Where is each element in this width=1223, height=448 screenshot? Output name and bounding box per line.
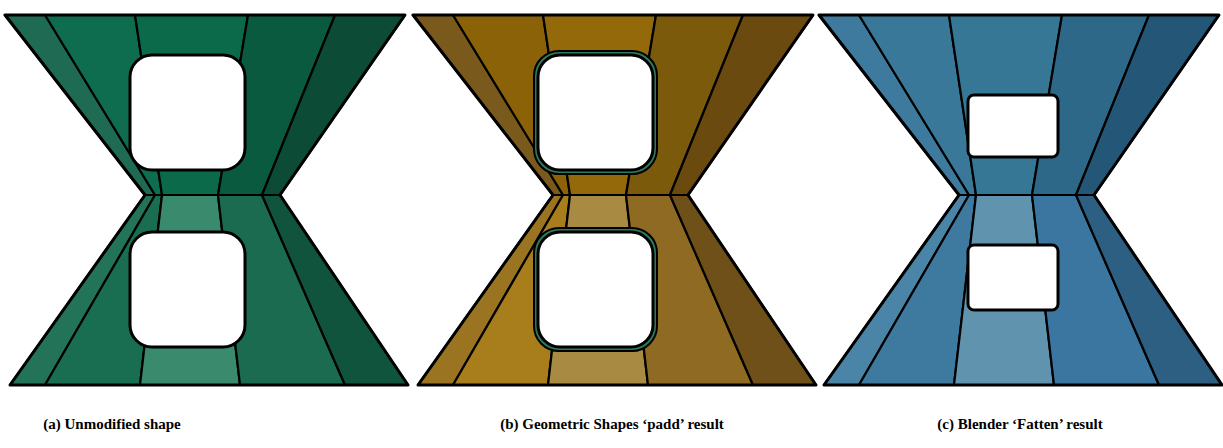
subfigure-caption: (a) Unmodified shape <box>43 416 181 433</box>
shape-hole <box>130 55 245 170</box>
shape-figure <box>819 15 1222 385</box>
shape-face <box>670 15 813 195</box>
shape-hole <box>968 95 1058 157</box>
shape-hole <box>538 55 653 170</box>
shape-face <box>1076 195 1222 385</box>
shape-face <box>670 195 816 385</box>
shape-outline <box>5 15 408 385</box>
shape-hole <box>130 232 245 347</box>
shape-face <box>262 15 405 195</box>
shape-outline <box>413 15 816 385</box>
shape-face <box>1076 15 1219 195</box>
shape-hole <box>538 232 653 347</box>
shape-hole <box>968 245 1058 310</box>
subfigure-caption: (b) Geometric Shapes ‘padd’ result <box>500 416 724 433</box>
padding-ring <box>534 228 657 351</box>
padding-ring <box>534 51 657 174</box>
shape-figure <box>413 15 816 385</box>
shape-face <box>262 195 408 385</box>
subfigure-caption: (c) Blender ‘Fatten’ result <box>937 416 1102 433</box>
shape-outline <box>819 15 1222 385</box>
shape-figure <box>5 15 408 385</box>
